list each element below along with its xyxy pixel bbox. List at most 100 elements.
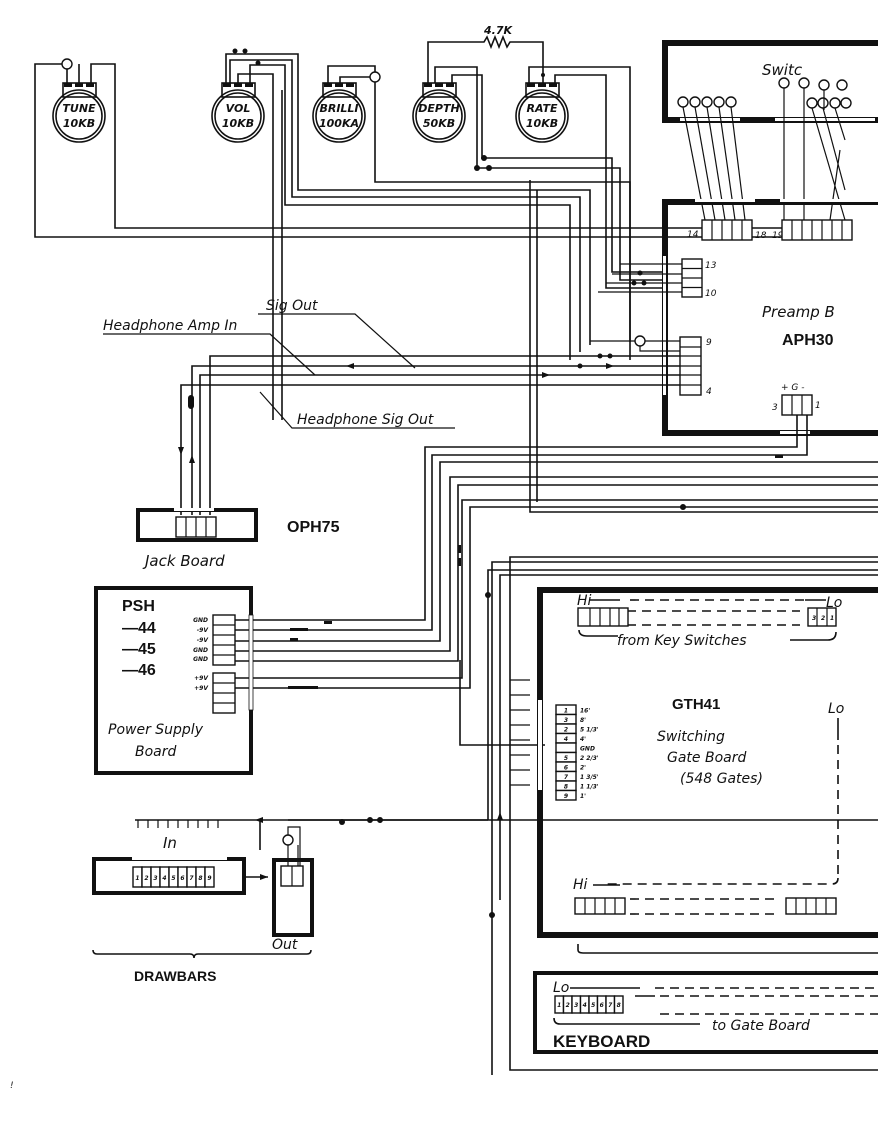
psh-pin-label: +9V — [194, 675, 209, 682]
keyboard-pin-number: 3 — [574, 1002, 578, 1009]
preamp-board: 14 18 19 13 10 9 4 Preamp B APH30 — [590, 199, 878, 436]
label-sig-out: Sig Out — [258, 298, 416, 369]
footage-pin-label: 4' — [580, 736, 586, 743]
psh-pin-label: +9V — [194, 685, 209, 692]
pin-label: 19 — [772, 231, 784, 241]
gate-board: Hi Lo 3 2 1 from Key Switches GTH41 Swit… — [537, 587, 878, 954]
jack-board-label: Jack Board — [142, 552, 225, 570]
keyboard-to-label: to Gate Board — [712, 1018, 810, 1034]
preamp-power-connector: + G - 3 1 — [772, 383, 821, 416]
gate-bottom-right-connector — [785, 897, 837, 915]
keyboard-pin-number: 5 — [591, 1002, 595, 1009]
drawbars-in-label: In — [163, 834, 177, 852]
pot-rate: RATE 10KB — [515, 82, 569, 143]
footage-pin-label: 1 3/5' — [580, 774, 599, 781]
drawbar-pin-number: 1 — [135, 875, 139, 882]
keyboard-pin-number: 6 — [600, 1002, 604, 1009]
footage-pin-label: 2 2/3' — [580, 755, 599, 762]
label-headphone-amp-in: Headphone Amp In — [103, 318, 316, 376]
pin-label: 9 — [706, 338, 712, 348]
psh-label-2: Board — [135, 744, 177, 760]
psh-pin-label: GND — [193, 617, 208, 624]
pot-depth: DEPTH 50KB — [412, 82, 466, 143]
pot-tune-value: 10KB — [63, 117, 95, 130]
footage-pin-label: 16' — [580, 708, 590, 715]
pot-depth-value: 50KB — [423, 117, 455, 130]
footage-pin-label: 1 1/3' — [580, 784, 599, 791]
psh-code: PSH — [122, 598, 155, 615]
drawbar-pin-number: 8 — [198, 875, 202, 882]
shield-ground-icon — [369, 71, 381, 83]
drawbars-out-label: Out — [272, 937, 298, 953]
pin-label: 3 — [772, 403, 778, 413]
pot-vol-value: 10KB — [222, 117, 254, 130]
footage-pin-number: 7 — [564, 774, 569, 781]
preamp-label: Preamp B — [762, 303, 835, 321]
pot-brilli: BRILLI 100KA — [312, 82, 366, 143]
pot-vol: VOL 10KB — [211, 82, 265, 143]
drawbar-pin-number: 7 — [189, 875, 194, 882]
psh-pin-label: GND — [193, 656, 208, 663]
resistor-value: 4.7K — [483, 24, 513, 37]
footage-pin — [555, 789, 577, 801]
gate-bottom-left-connector — [574, 897, 626, 915]
pot-brilli-name: BRILLI — [319, 102, 358, 115]
footage-pin-label: 1' — [580, 793, 586, 800]
footage-pin-number: 8 — [564, 784, 568, 791]
pot-rate-value: 10KB — [526, 117, 558, 130]
psh-code-44: —44 — [122, 620, 156, 637]
headphone-sig-out-text: Headphone Sig Out — [297, 412, 434, 428]
keyboard-pin-number: 1 — [557, 1002, 561, 1009]
signal-bus: Sig Out Headphone Amp In Headphone Sig O… — [103, 298, 680, 515]
keyboard-pin-number: 7 — [608, 1002, 613, 1009]
psh-code-45: —45 — [122, 641, 156, 658]
gate-right-lo-label: Lo — [828, 701, 844, 717]
gate-board-label-1: Switching — [657, 729, 725, 745]
footage-pin-label: 2' — [580, 765, 586, 772]
pot-rate-name: RATE — [527, 102, 558, 115]
pin-label: 3 — [812, 615, 816, 622]
keyboard-lo-label: Lo — [553, 980, 569, 996]
footage-pin — [555, 742, 577, 754]
label-headphone-sig-out: Headphone Sig Out — [259, 391, 455, 429]
gate-board-label-3: (548 Gates) — [680, 771, 763, 787]
footage-pin-number: 6 — [564, 765, 568, 772]
drawbar-in-bus-ticks — [137, 820, 219, 828]
psh-pin-label: GND — [193, 647, 208, 654]
drawbar-pin-number: 5 — [171, 875, 175, 882]
pot-tune: TUNE 10KB — [52, 82, 106, 143]
power-supply-board: PSH —44 —45 —46 Power Supply Board GND -… — [94, 586, 254, 775]
preamp-connector-14-18: 14 18 — [687, 219, 767, 241]
keyboard-pin-number: 2 — [566, 1002, 570, 1009]
pin-label: 1 — [815, 401, 821, 411]
footage-pin-label: 5 1/3' — [580, 727, 599, 734]
keyboard-pin-number: 4 — [583, 1002, 587, 1009]
drawbars-label: DRAWBARS — [134, 968, 216, 984]
shield-ground-icon — [61, 58, 73, 70]
polarity-label: + G - — [781, 383, 804, 393]
gate-hi-label: Hi — [577, 593, 592, 609]
footage-pin-number: 2 — [564, 727, 568, 734]
footage-pin-label: 8' — [580, 717, 586, 724]
gate-bottom-hi-label: Hi — [573, 877, 588, 893]
drawbar-pin-number: 9 — [207, 875, 211, 882]
pin-label: 13 — [705, 261, 717, 271]
preamp-code: APH30 — [782, 332, 834, 349]
pin-label: 1 — [830, 615, 834, 622]
pin-label: 10 — [705, 289, 717, 299]
footage-pin-number: 5 — [564, 755, 568, 762]
footage-pin-number: 3 — [564, 717, 568, 724]
pin-label: 4 — [706, 387, 712, 397]
key-switch-label: from Key Switches — [617, 633, 747, 649]
drawbar-pin — [204, 866, 215, 888]
jack-board-code: OPH75 — [287, 519, 340, 536]
pot-depth-name: DEPTH — [418, 102, 459, 115]
drawbar-pin-number: 6 — [180, 875, 184, 882]
pot-vol-name: VOL — [226, 102, 251, 115]
psh-label-1: Power Supply — [108, 722, 204, 738]
footage-pin-label: GND — [580, 746, 595, 753]
